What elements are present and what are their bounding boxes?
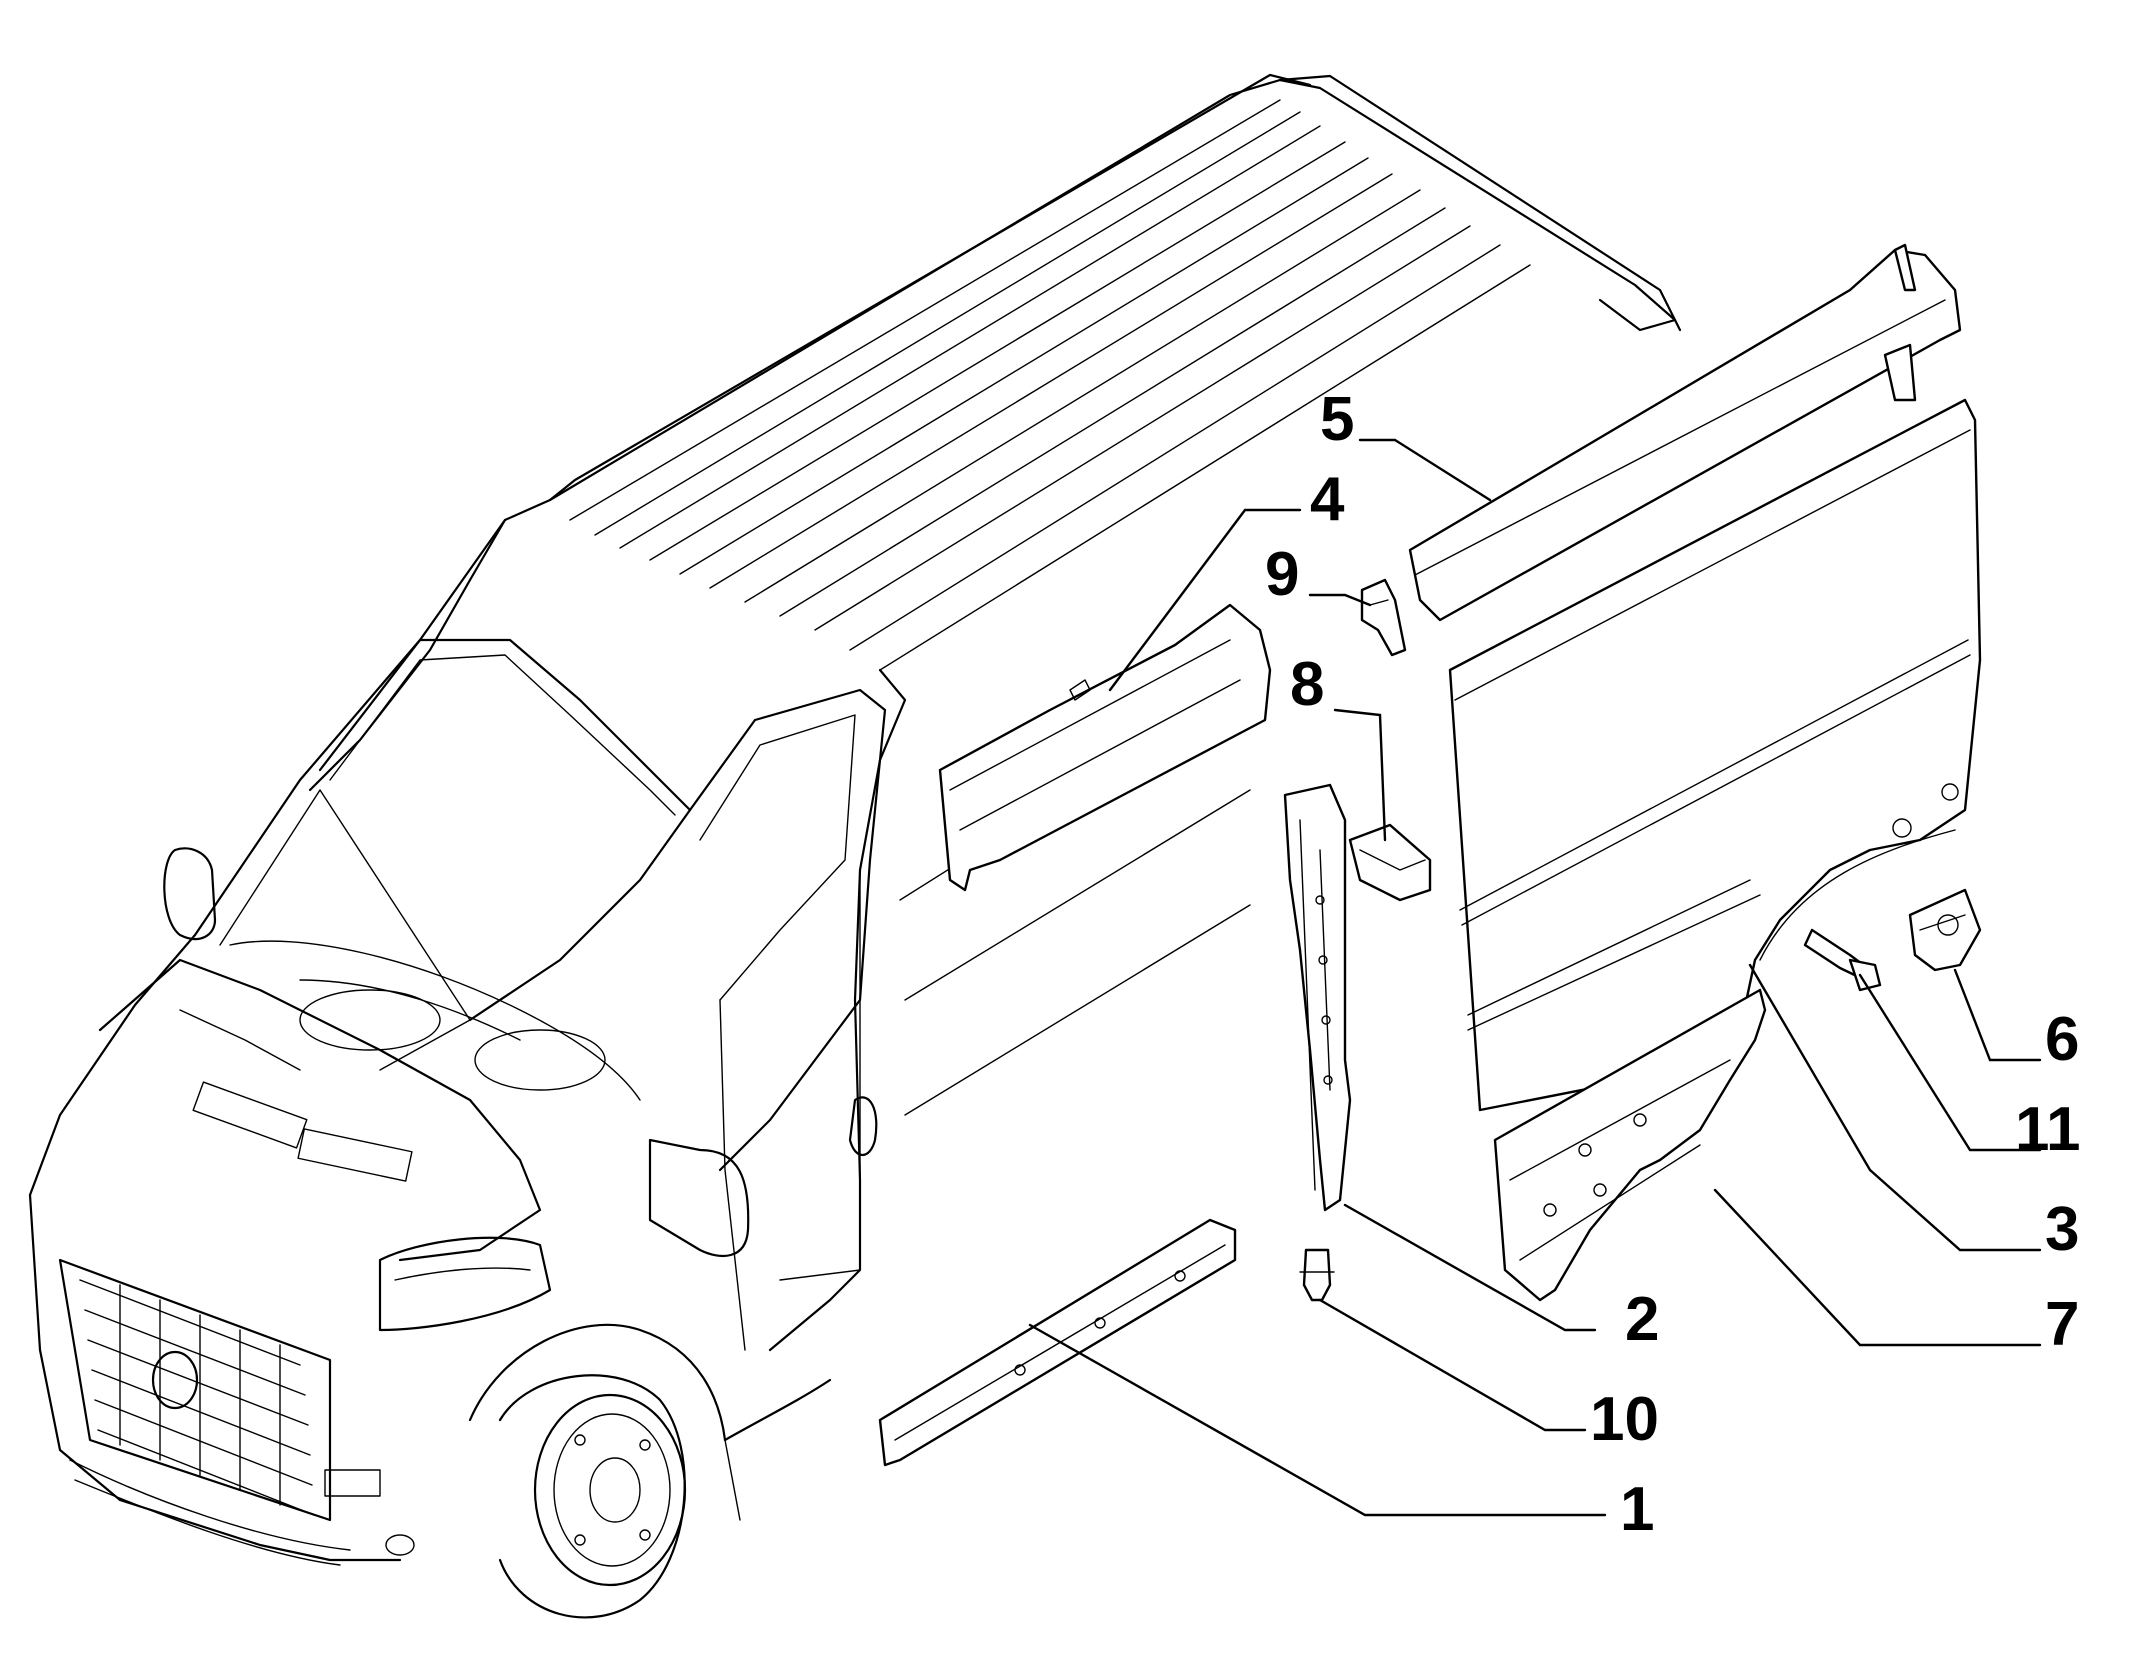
callout-labels: 1 2 3 4 5 6 7 8 9 10 11 [1265,385,2081,1544]
logo-badge [151,1350,199,1410]
leader-4 [1108,508,1302,692]
leader-1 [1028,1323,1607,1517]
grille [79,1279,315,1516]
leader-7 [1713,1188,2042,1347]
part-6-bracket [1908,888,1982,972]
callout-5: 5 [1320,385,1354,454]
part-4-upper-panel [938,603,1272,892]
leader-11 [1858,973,2042,1152]
leader-3 [1748,963,2042,1252]
leader-6 [1953,968,2042,1062]
van-illustration [28,73,1682,1619]
part-5-roof-rail [1408,243,1962,622]
part-9-clip [1360,578,1407,657]
callout-4: 4 [1310,465,1345,534]
callout-6: 6 [2045,1005,2079,1074]
door-handle [848,1096,878,1157]
leader-8 [1333,708,1387,842]
callout-2: 2 [1625,1285,1659,1354]
part-1-sill [878,1218,1237,1467]
callout-11: 11 [2015,1095,2081,1164]
front-wheel [498,1374,687,1619]
part-8-bracket [1348,823,1432,902]
part-11-bolt [1803,928,1882,992]
leader-10 [1318,1298,1587,1432]
part-7-lower-panel [1493,988,1767,1302]
callout-1: 1 [1620,1475,1654,1544]
leader-2 [1343,1203,1597,1332]
callout-10: 10 [1590,1385,1659,1454]
leader-9 [1308,593,1372,607]
part-2-pillar [1283,783,1352,1212]
callout-3: 3 [2045,1195,2079,1264]
callout-9: 9 [1265,540,1299,609]
right-mirror [648,1138,750,1258]
leader-5 [1358,438,1492,502]
part-10-stud [1299,1248,1335,1302]
callout-7: 7 [2045,1290,2079,1359]
leader-lines [1028,438,2042,1517]
callout-8: 8 [1290,650,1324,719]
